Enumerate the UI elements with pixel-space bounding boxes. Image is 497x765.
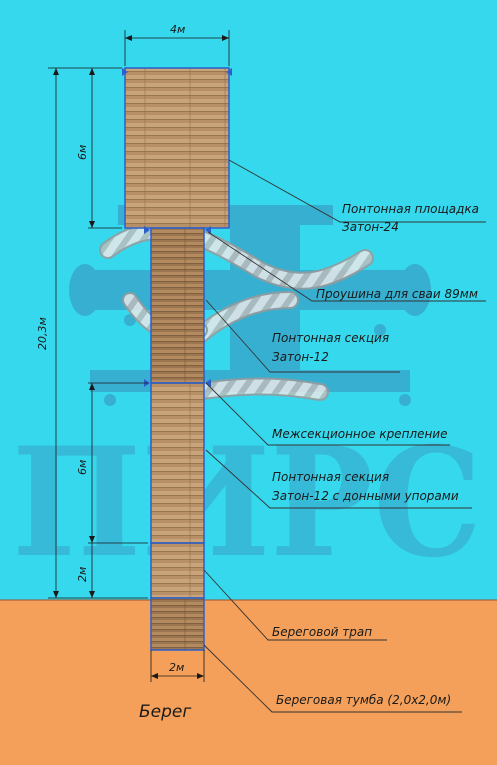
- watermark-text: ПИРС: [12, 415, 482, 591]
- dim-top-width: 4м: [170, 23, 185, 36]
- pontoon-platform: [124, 67, 230, 229]
- dim-platform-length: 6м: [76, 145, 89, 160]
- callout-platform-line2: Затон-24: [342, 220, 399, 234]
- shore-area: [0, 600, 497, 765]
- dim-total-length: 20,3м: [36, 317, 49, 350]
- dim-section-length: 6м: [76, 460, 89, 475]
- callout-bollard: Береговая тумба (2,0х2,0м): [276, 693, 451, 707]
- pontoon-section-1: [150, 227, 205, 384]
- dim-trap-length: 2м: [76, 567, 89, 582]
- callout-trap: Береговой трап: [272, 625, 372, 639]
- callout-section2-line2: Затон-12 с донными упорами: [272, 489, 459, 503]
- pontoon-section-2: [150, 382, 205, 544]
- dimension-arrows: [53, 35, 229, 679]
- dim-bottom-width: 2м: [169, 661, 184, 674]
- callout-coupling: Межсекционное крепление: [272, 427, 448, 441]
- shore-label: Берег: [139, 702, 191, 722]
- shore-bollard: [150, 597, 205, 651]
- callout-section2-line1: Понтонная секция: [272, 470, 389, 484]
- dimension-lines: [48, 30, 230, 682]
- callout-platform-line1: Понтонная площадка: [342, 202, 479, 216]
- leader-lines: [203, 159, 486, 713]
- shore-trap: [150, 542, 205, 599]
- callout-section1-line1: Понтонная секция: [272, 331, 389, 345]
- callout-section1-line2: Затон-12: [272, 350, 329, 364]
- callout-eyelet: Проушина для сваи 89мм: [316, 287, 478, 301]
